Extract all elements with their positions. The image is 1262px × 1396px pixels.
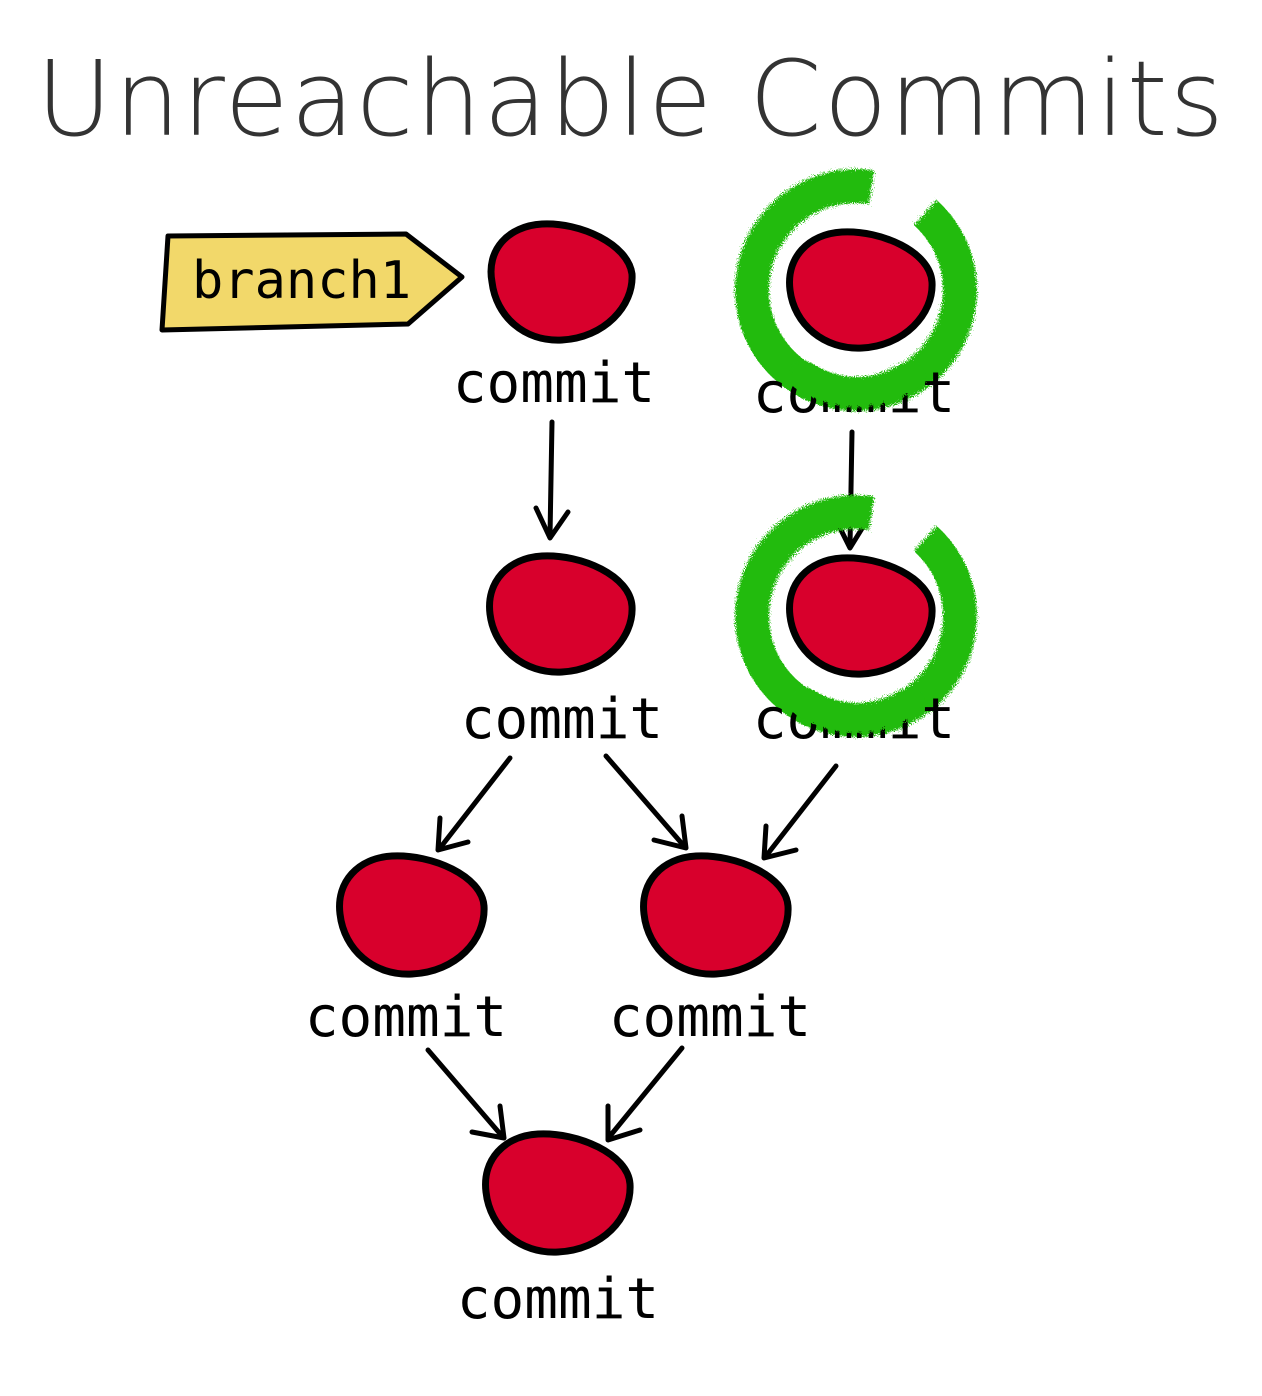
highlight-overlay <box>789 361 925 733</box>
commit-label: commit <box>461 687 663 752</box>
commit-node-1[interactable]: commit <box>453 220 655 416</box>
commit-dot <box>336 852 488 978</box>
commit-node-7[interactable]: commit <box>457 1130 659 1332</box>
commit-dot <box>487 220 636 344</box>
arrow-u1-to-u2 <box>833 429 869 551</box>
branch-pointer[interactable]: branch1 <box>159 231 465 333</box>
arrow-c6-to-c7 <box>605 1045 685 1143</box>
arrow-c3-to-c5 <box>435 755 513 853</box>
commit-node-6[interactable]: commit <box>609 852 811 1050</box>
commit-node-unreachable-1[interactable] <box>786 228 936 352</box>
commit-dot <box>640 852 792 978</box>
highlight-overlay-1 <box>789 361 925 407</box>
commit-label: commit <box>305 985 507 1050</box>
arrow-c1-to-c3 <box>533 419 571 541</box>
arrow-c5-to-c7 <box>425 1047 507 1141</box>
commit-dot <box>786 228 936 352</box>
commit-node-unreachable-2[interactable] <box>786 554 936 678</box>
commit-label: commit <box>453 351 655 416</box>
diagram-title: Unreachable Commits <box>36 38 1226 160</box>
branch-tag-shape <box>159 231 465 333</box>
commit-node-3[interactable]: commit <box>461 552 663 752</box>
commit-dot <box>786 554 936 678</box>
arrow-u2-to-c6 <box>761 763 839 861</box>
arrow-c3-to-c6 <box>603 753 689 851</box>
commit-label: commit <box>457 1267 659 1332</box>
commit-node-5[interactable]: commit <box>305 852 507 1050</box>
commit-dot <box>486 552 636 676</box>
commit-label: commit <box>609 985 811 1050</box>
highlight-overlay-2 <box>789 687 925 733</box>
parent-arrows <box>425 419 869 1143</box>
commit-dot <box>482 1130 634 1256</box>
branch-label: branch1 <box>192 251 411 311</box>
